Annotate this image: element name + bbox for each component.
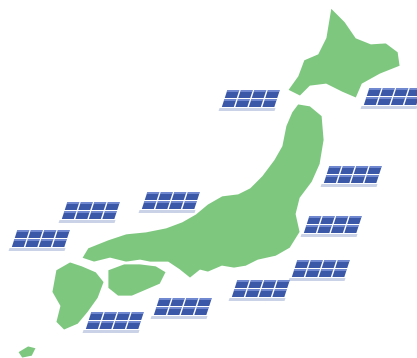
shikoku-island	[107, 263, 167, 297]
solar-panel-icon	[228, 280, 290, 301]
solar-panel-icon	[300, 216, 362, 237]
honshu-island	[81, 103, 325, 279]
solar-panel-icon	[218, 90, 280, 111]
solar-panel-icon	[320, 166, 382, 187]
hokkaido-region	[287, 7, 401, 99]
solar-panel-icon	[8, 230, 70, 251]
solar-panels-group	[8, 88, 417, 333]
okinawa-island	[17, 345, 37, 358]
solar-panel-icon	[288, 260, 350, 281]
kyushu-island	[51, 261, 105, 331]
solar-panel-icon	[138, 192, 200, 213]
solar-panel-icon	[82, 312, 144, 333]
solar-panel-icon	[58, 202, 120, 223]
solar-panel-icon	[150, 298, 212, 319]
solar-panel-icon	[360, 88, 417, 109]
